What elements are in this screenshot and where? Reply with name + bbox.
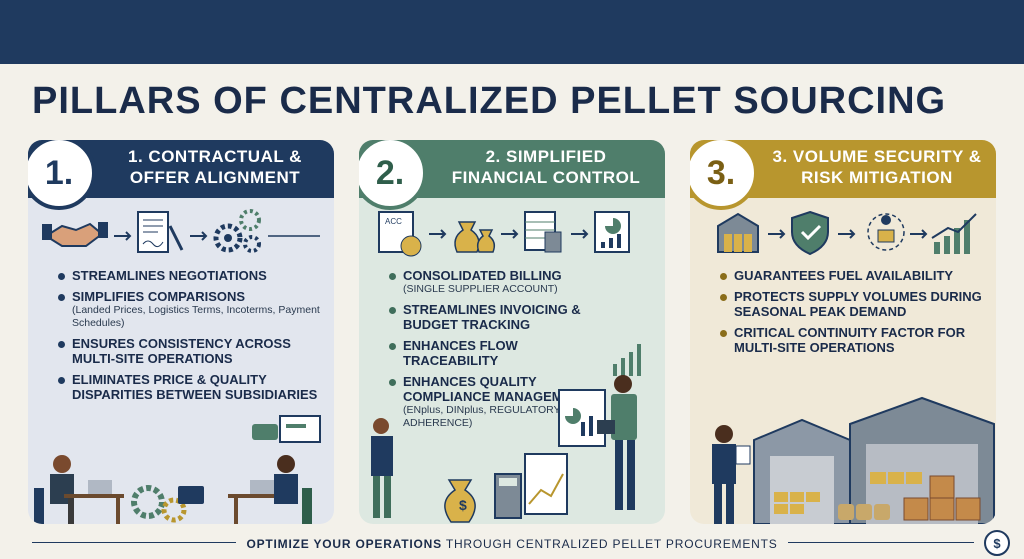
- monitor-icon: [279, 415, 321, 443]
- bullet-item: STREAMLINES NEGOTIATIONS: [58, 268, 320, 283]
- process-flow-icons: [717, 210, 977, 256]
- spreadsheet-calculator-icon: [524, 211, 562, 253]
- bullet-item: GUARANTEES FUEL AVAILABILITY: [720, 268, 982, 283]
- warehouse-building-icon: [849, 396, 995, 524]
- warehouse-icon: [717, 212, 759, 253]
- footer-divider: [32, 542, 312, 543]
- bullet-item: ENHANCES QUALITY COMPLIANCE MANAGEMENT(E…: [389, 374, 589, 430]
- shield-check-icon: [791, 210, 829, 256]
- growth-chart-icon: [931, 213, 977, 254]
- warehouse-scene-illustration: [712, 396, 995, 524]
- manager-figure: [712, 425, 751, 524]
- supply-cycle-icon: [867, 213, 905, 251]
- money-bags-icon: [454, 221, 496, 253]
- worker-left-figure: [34, 455, 124, 524]
- office-scene-illustration: [34, 415, 321, 524]
- bullet-item: ENHANCES FLOW TRACEABILITY: [389, 338, 589, 368]
- process-flow-icons: [42, 209, 320, 253]
- gears-icon: [213, 209, 261, 253]
- analytics-board-icon: [558, 389, 606, 447]
- bullet-item: CONSOLIDATED BILLING(SINGLE SUPPLIER ACC…: [389, 268, 589, 296]
- pillar-header: 2. 2. SIMPLIFIED FINANCIAL CONTROL: [359, 140, 665, 210]
- svg-text:$: $: [459, 497, 467, 513]
- cardboard-boxes-icon: [903, 475, 981, 521]
- bullet-item: ENSURES CONSISTENCY ACROSS MULTI-SITE OP…: [58, 336, 320, 366]
- money-bag-icon: $: [444, 479, 476, 523]
- handshake-icon: [42, 222, 108, 247]
- worker-right-figure: [228, 455, 312, 524]
- pillar-card-contractual: 1. 1. CONTRACTUAL & OFFER ALIGNMENT STRE…: [28, 140, 334, 524]
- pillar-number: 2.: [359, 140, 427, 210]
- top-banner: [0, 0, 1024, 64]
- calculator-icon: [494, 473, 522, 519]
- growth-report-icon: [524, 453, 568, 515]
- contract-document-icon: [137, 211, 184, 253]
- gears-icon: [131, 485, 187, 523]
- pillar-bullet-list: STREAMLINES NEGOTIATIONS SIMPLIFIES COMP…: [58, 268, 320, 408]
- pillar-number: 3.: [690, 140, 758, 210]
- finance-scene-illustration: $: [371, 344, 641, 523]
- pillar-card-volume: 3. 3. VOLUME SECURITY & RISK MITIGATION …: [690, 140, 996, 524]
- page-title: PILLARS OF CENTRALIZED PELLET SOURCING: [32, 80, 947, 122]
- footer-tagline: OPTIMIZE YOUR OPERATIONS THROUGH CENTRAL…: [236, 536, 788, 551]
- pillar-title: 2. SIMPLIFIED FINANCIAL CONTROL: [451, 147, 641, 187]
- pellet-sacks-icon: [838, 504, 890, 520]
- bullet-item: PROTECTS SUPPLY VOLUMES DURING SEASONAL …: [720, 289, 982, 319]
- chat-bubble-icon: [252, 424, 278, 440]
- report-chart-icon: [594, 211, 630, 253]
- bar-chart-icon: [613, 344, 641, 376]
- money-growth-badge-icon: $: [984, 530, 1010, 556]
- footer-banner: OPTIMIZE YOUR OPERATIONS THROUGH CENTRAL…: [0, 528, 1024, 559]
- footer-divider: [712, 542, 974, 543]
- pillar-title: 3. VOLUME SECURITY & RISK MITIGATION: [772, 147, 982, 187]
- process-flow-icons: ACC: [378, 211, 630, 257]
- bullet-item: STREAMLINES INVOICING & BUDGET TRACKING: [389, 302, 589, 332]
- bullet-item: CRITICAL CONTINUITY FACTOR FOR MULTI-SIT…: [720, 325, 982, 355]
- pillar-header: 3. 3. VOLUME SECURITY & RISK MITIGATION: [690, 140, 996, 210]
- bullet-item: ELIMINATES PRICE & QUALITY DISPARITIES B…: [58, 372, 320, 402]
- bullet-item: SIMPLIFIES COMPARISONS(Landed Prices, Lo…: [58, 289, 320, 330]
- account-document-icon: ACC: [378, 211, 422, 257]
- pillar-bullet-list: GUARANTEES FUEL AVAILABILITY PROTECTS SU…: [720, 268, 982, 361]
- pillar-card-financial: 2. 2. SIMPLIFIED FINANCIAL CONTROL ACC C…: [359, 140, 665, 524]
- warehouse-building-icon: [753, 418, 851, 524]
- svg-text:ACC: ACC: [385, 217, 402, 226]
- pillar-title: 1. CONTRACTUAL & OFFER ALIGNMENT: [128, 147, 302, 187]
- briefcase-icon: [178, 486, 204, 504]
- pillar-number: 1.: [28, 140, 96, 210]
- businesswoman-figure: [371, 418, 393, 518]
- pillar-bullet-list: CONSOLIDATED BILLING(SINGLE SUPPLIER ACC…: [389, 268, 589, 436]
- pillar-header: 1. 1. CONTRACTUAL & OFFER ALIGNMENT: [28, 140, 334, 210]
- analyst-woman-figure: [597, 375, 637, 510]
